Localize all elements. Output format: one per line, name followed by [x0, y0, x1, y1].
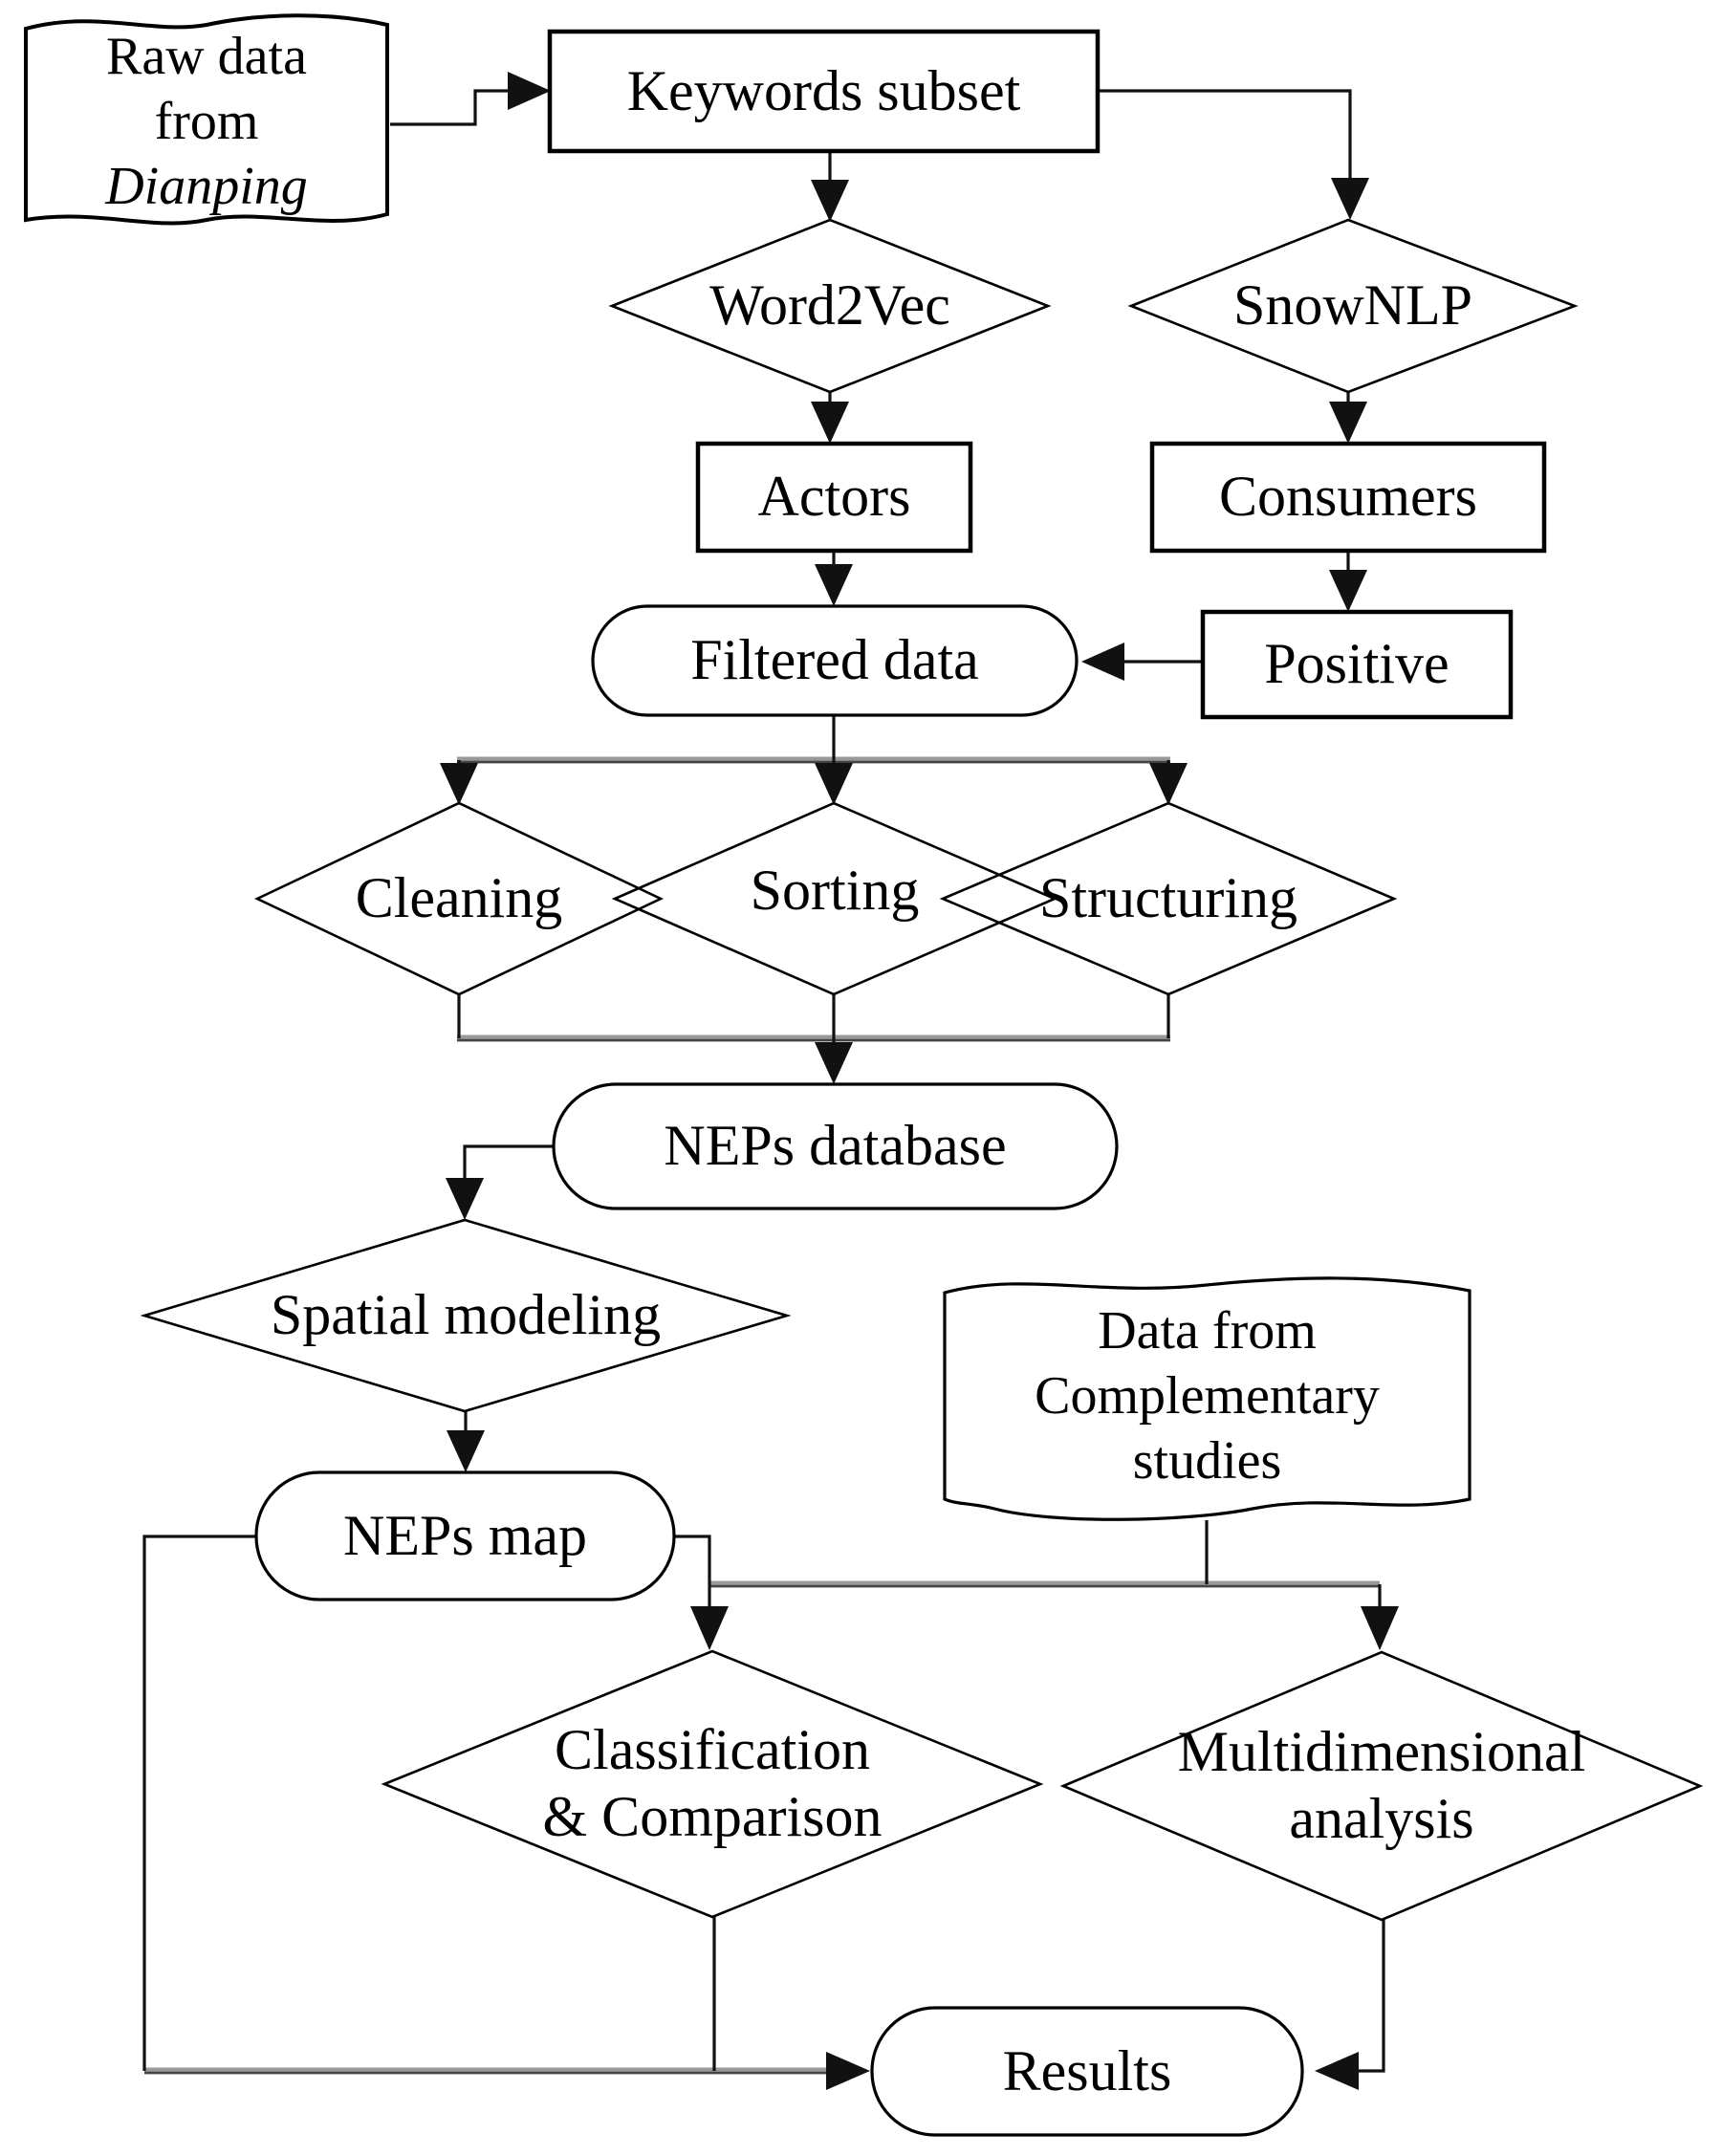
- edge-nepsmap-classification: [674, 1535, 711, 1608]
- arrowhead-into-actors: [811, 402, 849, 444]
- spatial-modeling-diamond-shape: [140, 1218, 792, 1413]
- edge-keywords-snownlp: [1098, 89, 1352, 180]
- arrowhead-into-filtered-right: [1081, 642, 1124, 681]
- filtered-data-stadium-shape: [591, 604, 1079, 717]
- neps-database-stadium-shape: [552, 1082, 1119, 1210]
- arrowhead-into-word2vec: [811, 180, 849, 222]
- arrowhead-into-sorting: [815, 763, 853, 805]
- word2vec-diamond-shape: [608, 218, 1052, 394]
- neps-map-stadium-shape: [254, 1470, 676, 1601]
- edge-nepsmap-results: [142, 1535, 256, 2071]
- arrowhead-into-structuring: [1149, 763, 1188, 805]
- positive-box-shape: [1200, 609, 1514, 720]
- actors-box-shape: [695, 441, 973, 554]
- consumers-box-shape: [1149, 441, 1547, 554]
- structuring-diamond-shape: [939, 801, 1398, 996]
- complementary-flag-shape: [943, 1276, 1471, 1521]
- edge-nepsdb-spatial: [463, 1144, 554, 1180]
- arrowhead-into-snownlp: [1331, 178, 1369, 220]
- arrowhead-into-cleaning: [440, 763, 478, 805]
- results-stadium-shape: [870, 2006, 1304, 2137]
- arrowhead-into-positive: [1329, 570, 1367, 612]
- arrowhead-into-classification: [690, 1606, 729, 1650]
- raw-data-flag-shape: [24, 13, 389, 226]
- arrowhead-into-results-left: [826, 2052, 870, 2090]
- arrowhead-into-keywords: [508, 72, 551, 110]
- edge-fanout-bar-top: [457, 756, 1170, 764]
- arrowhead-into-nepsdatabase: [815, 1042, 853, 1084]
- edge-fanin-bar-bottom: [457, 1034, 1170, 1042]
- edge-rawdata-keywords: [390, 89, 510, 126]
- arrowhead-into-consumers: [1329, 402, 1367, 444]
- edge-fanin-nepsdatabase: [457, 994, 1170, 1044]
- sorting-diamond-shape: [611, 801, 1058, 996]
- arrowhead-into-spatial: [446, 1178, 484, 1220]
- cleaning-diamond-shape: [253, 801, 665, 996]
- arrowhead-into-results-right: [1315, 2052, 1359, 2090]
- snownlp-diamond-shape: [1127, 218, 1579, 394]
- edge-multidimensional-results: [1358, 1920, 1385, 2073]
- edge-results-bar-left: [144, 2067, 828, 2075]
- multidimensional-diamond-shape: [1059, 1650, 1704, 1922]
- edge-junction-bar-middle: [709, 1580, 1380, 1588]
- arrowhead-into-multidimensional: [1361, 1606, 1399, 1650]
- classification-diamond-shape: [381, 1649, 1044, 1919]
- arrowhead-into-nepsmap: [447, 1430, 485, 1472]
- keywords-subset-box-shape: [547, 29, 1101, 154]
- arrowhead-into-filtered-top: [815, 564, 853, 606]
